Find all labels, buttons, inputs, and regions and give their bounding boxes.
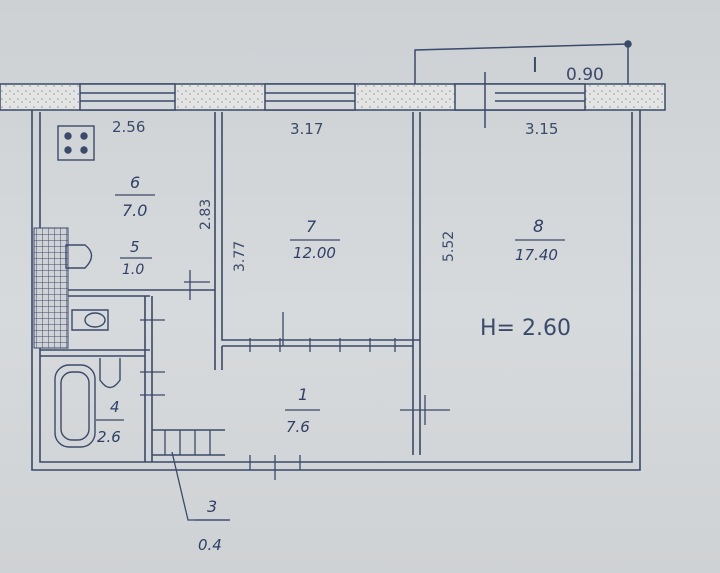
toilet-icon (65, 244, 109, 331)
room-7-number: 7 (306, 217, 317, 236)
dim-wall-right: 5.52 (441, 231, 457, 262)
room-1-area: 7.6 (286, 418, 310, 436)
bathtub-icon (54, 358, 121, 448)
room-5-number: 5 (130, 238, 140, 256)
dim-top-mid: 3.17 (290, 120, 323, 138)
room-6-area: 7.0 (122, 201, 147, 220)
room-8-area: 17.40 (515, 246, 558, 264)
room-3-area: 0.4 (198, 536, 222, 554)
dim-top-right: 3.15 (525, 120, 558, 138)
ceiling-height: H= 2.60 (480, 316, 571, 341)
room-4-area: 2.6 (97, 428, 121, 446)
dim-wall-mid: 3.77 (232, 241, 248, 272)
room-7-area: 12.00 (293, 244, 336, 262)
balcony (414, 40, 632, 84)
exterior-wall (0, 72, 666, 128)
room-5-area: 1.0 (122, 262, 144, 278)
room-3-number: 3 (207, 497, 217, 516)
interior-walls (31, 110, 641, 471)
fraction-bars (96, 194, 565, 521)
dim-wall-left: 2.83 (198, 199, 214, 230)
balcony-mark: I (532, 53, 538, 77)
dim-balcony: 0.90 (566, 65, 604, 85)
room-4-number: 4 (110, 398, 120, 416)
dim-top-left: 2.56 (112, 118, 145, 136)
room-1-number: 1 (298, 385, 308, 404)
stove-icon (57, 125, 95, 161)
tiled-wall (33, 227, 69, 349)
room-6-number: 6 (130, 173, 140, 192)
door-marks (140, 270, 450, 480)
room-8-number: 8 (533, 217, 544, 237)
